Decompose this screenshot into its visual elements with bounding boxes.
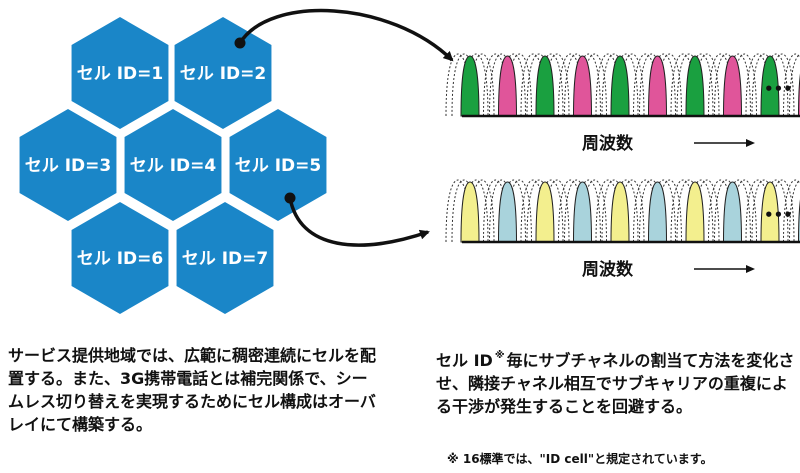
subcarrier-top-2	[497, 55, 518, 117]
subcarrier-ghost	[639, 53, 664, 117]
subcarrier-ghost	[520, 53, 546, 117]
subcarrier-ghost	[558, 179, 583, 243]
subcarrier-ghost	[789, 53, 800, 117]
subcarrier-top-6	[647, 55, 668, 117]
subcarrier-ghost	[633, 53, 658, 117]
subcarrier-bottom-4	[572, 181, 593, 243]
cell-label-2: セル ID=2	[180, 64, 266, 84]
subcarrier-ghost	[751, 53, 777, 117]
subcarrier-ghost	[526, 179, 552, 243]
arrow-origin-dot-top	[234, 37, 246, 49]
subcarrier-ghost	[676, 179, 702, 243]
subcarrier-ghost	[601, 179, 627, 243]
ellipsis-top: •••	[764, 80, 793, 98]
subcarrier-ghost	[708, 53, 733, 117]
subcarrier-bottom-1	[460, 181, 480, 243]
curve-arrow-bottom	[288, 197, 430, 247]
subcarrier-ghost	[639, 179, 664, 243]
subcarrier-ghost	[670, 53, 696, 117]
subcarrier-ghost	[751, 179, 777, 243]
subcarrier-ghost	[520, 179, 546, 243]
subcarrier-top-3	[535, 55, 555, 117]
subcarrier-ghost	[714, 179, 739, 243]
cell-hexagon-7	[173, 197, 277, 319]
subcarrier-ghost	[564, 53, 589, 117]
subcarrier-top-7	[685, 55, 705, 117]
cell-hexagon-4	[121, 104, 225, 226]
subcarrier-ghost	[489, 179, 514, 243]
subcarrier-ghost	[595, 53, 621, 117]
subcarrier-ghost	[451, 53, 477, 117]
caption-left: サービス提供地域では、広範に稠密連続にセルを配置する。また、3G携帯電話とは補完…	[8, 346, 377, 434]
cell-hexagon-3	[16, 104, 120, 226]
curve-arrow-top	[238, 8, 454, 62]
ellipsis-bottom: •••	[764, 206, 793, 224]
footnote: ※ 16標準では、"ID cell"と規定されています。	[447, 452, 713, 466]
cell-hexagon-6	[68, 197, 172, 319]
subcarrier-ghost	[714, 53, 739, 117]
subcarrier-top-4	[572, 55, 593, 117]
subcarrier-ghost	[783, 179, 800, 243]
subcarrier-top-8	[722, 55, 743, 117]
subcarrier-ghost	[483, 179, 508, 243]
caption-right-part1: セル ID	[436, 351, 493, 370]
arrow-origin-dot-bottom	[284, 192, 296, 204]
frequency-label-bottom: 周波数	[582, 259, 634, 280]
cell-label-7: セル ID=7	[182, 249, 268, 269]
cell-label-4: セル ID=4	[130, 156, 217, 176]
caption-right-part2: 毎にサブチャネルの割当て方法を変化させ、隣接チャネル相互でサブキャリアの重複によ…	[436, 351, 795, 416]
cell-hexagon-2	[171, 12, 275, 134]
subcarrier-ghost	[558, 53, 583, 117]
subcarrier-ghost	[745, 179, 771, 243]
frequency-arrowhead-bottom	[746, 265, 755, 273]
subcarrier-ghost	[595, 179, 621, 243]
subcarrier-top-5	[610, 55, 630, 117]
subcarrier-ghost	[676, 53, 702, 117]
cell-label-6: セル ID=6	[77, 249, 163, 269]
subcarrier-bottom-2	[497, 181, 518, 243]
subcarrier-ghost	[489, 53, 514, 117]
subcarrier-bottom-3	[535, 181, 555, 243]
cell-label-3: セル ID=3	[25, 156, 111, 176]
subcarrier-ghost	[708, 179, 733, 243]
subcarrier-ghost	[445, 179, 471, 243]
subcarrier-top-1	[460, 55, 480, 117]
frequency-arrowhead-top	[746, 139, 755, 147]
subcarrier-ghost	[601, 53, 627, 117]
frequency-label-top: 周波数	[582, 133, 634, 154]
subcarrier-ghost	[789, 179, 800, 243]
subcarrier-ghost	[526, 53, 552, 117]
cell-hexagon-1	[68, 12, 172, 134]
subcarrier-ghost	[670, 179, 696, 243]
subcarrier-ghost	[483, 53, 508, 117]
subcarrier-ghost	[745, 53, 771, 117]
caption-right: セル ID※毎にサブチャネルの割当て方法を変化させ、隣接チャネル相互でサブキャリ…	[436, 344, 796, 418]
subcarrier-top-9	[760, 55, 780, 117]
subcarrier-ghost	[633, 179, 658, 243]
cell-label-5: セル ID=5	[235, 156, 321, 176]
cell-diagram: セル ID=1 セル ID=2 セル ID=3 セル ID=4 セル ID=5 セル ID…	[16, 8, 800, 319]
subcarrier-bottom-7	[685, 181, 705, 243]
footnote-mark: ※	[494, 350, 505, 361]
subcarrier-bottom-9	[760, 181, 780, 243]
subcarrier-ghost	[783, 53, 800, 117]
subcarrier-bottom-8	[722, 181, 743, 243]
subcarrier-ghost	[564, 179, 589, 243]
subcarrier-bottom-6	[647, 181, 668, 243]
cell-label-1: セル ID=1	[77, 64, 163, 84]
subcarrier-ghost	[451, 179, 477, 243]
cell-hexagon-5	[226, 104, 330, 226]
subcarrier-bottom-5	[610, 181, 630, 243]
subcarrier-ghost	[445, 53, 471, 117]
